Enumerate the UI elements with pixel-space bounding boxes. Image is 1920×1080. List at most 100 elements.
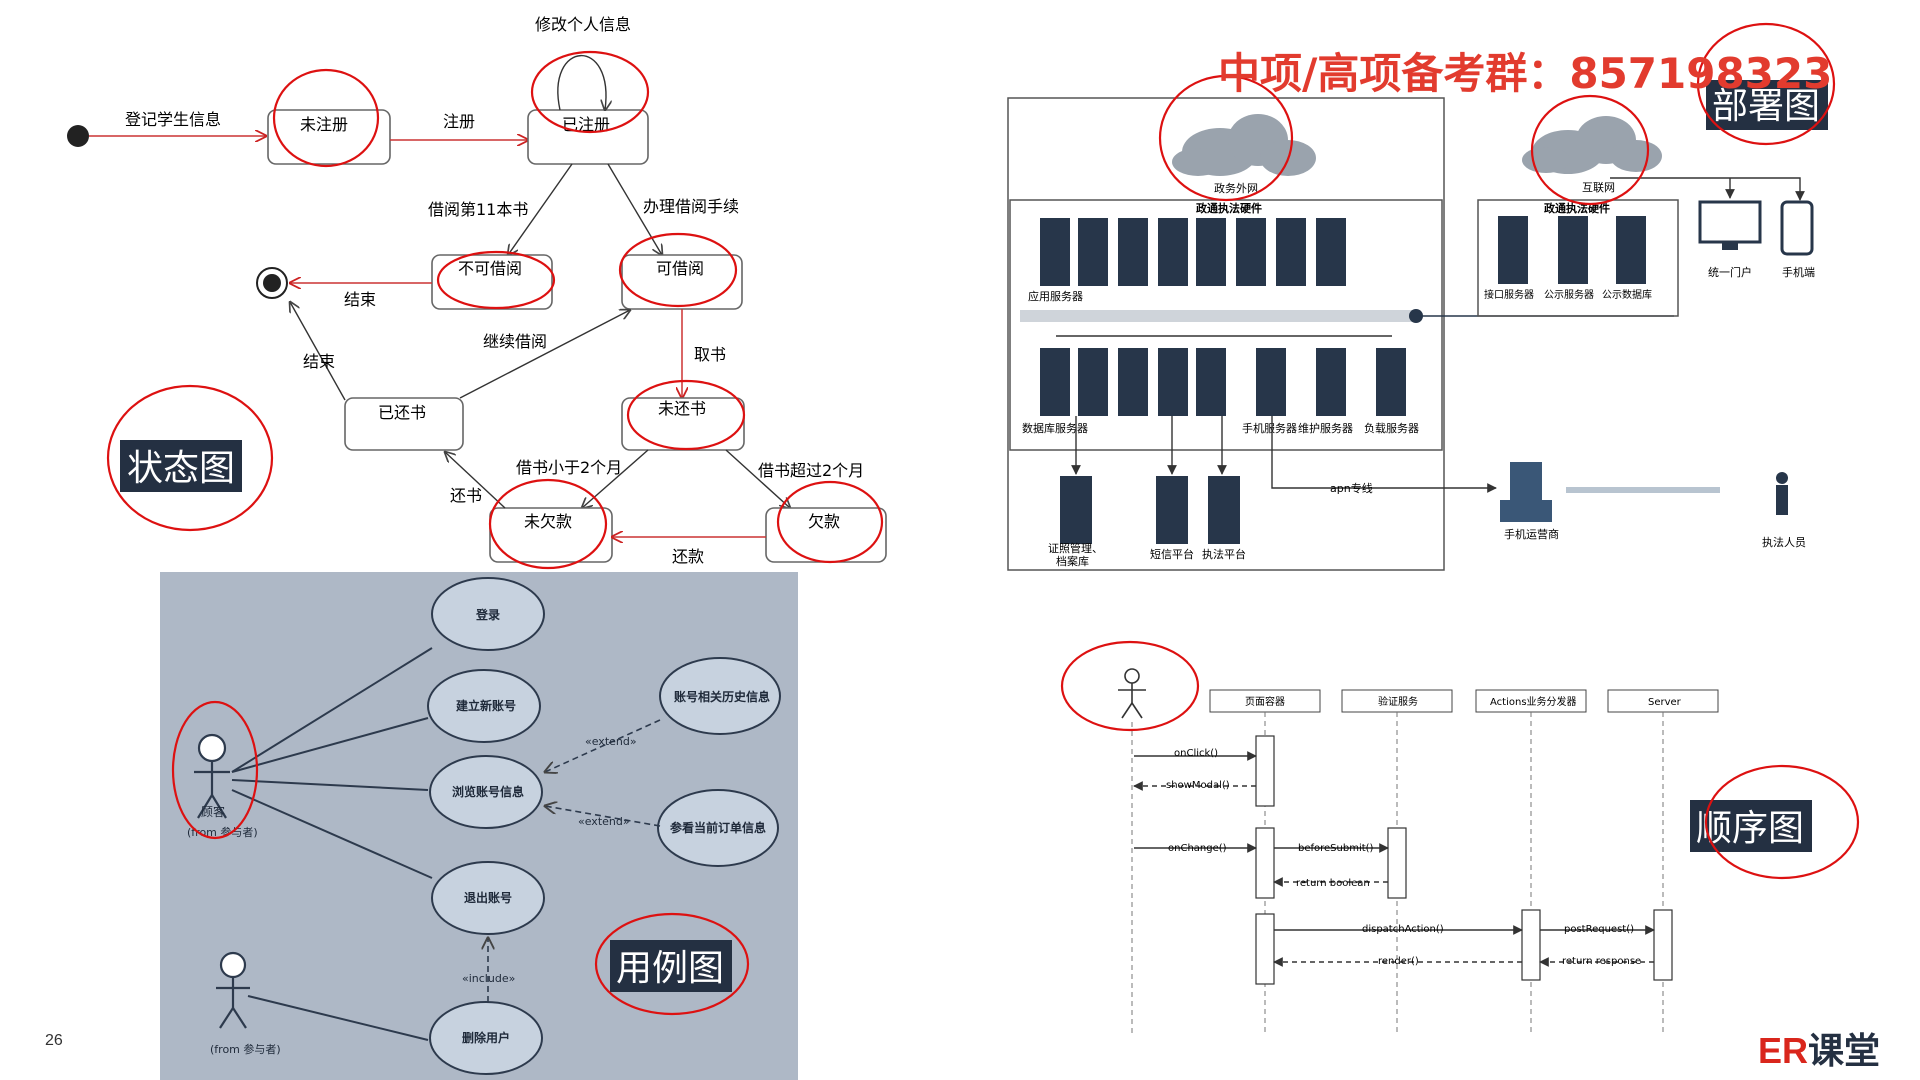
label-return1: 还书 bbox=[450, 486, 482, 505]
seq-actor bbox=[1118, 668, 1146, 719]
state-unregistered-label: 未注册 bbox=[300, 115, 348, 134]
msg-postreq-label: postRequest() bbox=[1564, 924, 1634, 935]
cloud-internet bbox=[1522, 116, 1662, 174]
pub-server-label: 公示服务器 bbox=[1544, 288, 1594, 301]
annotation-circle bbox=[530, 50, 650, 134]
usecase-login-label: 登录 bbox=[475, 607, 500, 622]
tag-deploy: 部署图 bbox=[1712, 86, 1820, 127]
label-end1: 结束 bbox=[344, 290, 376, 309]
state-returned-label: 已还书 bbox=[378, 403, 426, 422]
gov-net-label: 政务外网 bbox=[1214, 181, 1258, 195]
actor-customer bbox=[194, 733, 230, 819]
usecase-create bbox=[427, 669, 541, 743]
cert-db-label: 证照管理、 bbox=[1048, 541, 1103, 555]
logo-er: ER bbox=[1758, 1030, 1809, 1071]
label-take: 取书 bbox=[694, 345, 726, 364]
internet-label: 互联网 bbox=[1582, 181, 1615, 194]
state-diagram: 登记学生信息 未注册 注册 已注册 修改个人信息 借阅第11本书 办理借阅手续 … bbox=[67, 15, 887, 570]
db-servers bbox=[1040, 348, 1406, 416]
phone-device bbox=[1780, 200, 1814, 256]
transition-return1 bbox=[445, 452, 506, 509]
phone-label: 手机端 bbox=[1782, 265, 1815, 279]
annotation-circle bbox=[1158, 74, 1294, 202]
iface-server-label: 接口服务器 bbox=[1484, 288, 1534, 301]
app-server-label: 应用服务器 bbox=[1028, 289, 1083, 303]
network-bus bbox=[1020, 310, 1420, 322]
state-debt-label: 欠款 bbox=[808, 512, 840, 531]
state-unregistered bbox=[267, 109, 391, 165]
usecase-logout-label: 退出账号 bbox=[464, 890, 512, 905]
annotation-circle bbox=[1530, 94, 1650, 206]
portal-monitor bbox=[1698, 200, 1762, 250]
label-borrow-proc: 办理借阅手续 bbox=[643, 197, 739, 216]
logo-text: 课堂 bbox=[1808, 1030, 1881, 1071]
include-label: «include» bbox=[462, 972, 515, 985]
usecase-create-label: 建立新账号 bbox=[455, 698, 516, 713]
annotation-circle bbox=[488, 478, 608, 570]
lifeline-label-4: Server bbox=[1648, 697, 1682, 708]
operator-building bbox=[1500, 462, 1552, 522]
annotation-circle bbox=[272, 68, 380, 168]
transition-gt2 bbox=[725, 449, 790, 508]
usecase-browse bbox=[429, 755, 543, 829]
label-lt2: 借书小于2个月 bbox=[516, 458, 622, 477]
usecase-associations bbox=[231, 647, 433, 1041]
usecase-login bbox=[431, 577, 545, 651]
maint-server-label: 维护服务器 bbox=[1298, 421, 1353, 435]
extend-label-1: «extend» bbox=[585, 735, 637, 748]
lifeline-label-1: 页面容器 bbox=[1245, 695, 1285, 708]
usecase-orders-label: 参看当前订单信息 bbox=[670, 820, 766, 835]
state-not-returned-label: 未还书 bbox=[658, 399, 706, 418]
msg-showmodal-label: showModal() bbox=[1166, 780, 1230, 791]
label-enter-info: 登记学生信息 bbox=[125, 110, 221, 129]
annotation-circle bbox=[106, 384, 274, 532]
tag-usecase-bg bbox=[610, 940, 732, 992]
annotation-circle bbox=[1060, 640, 1200, 732]
label-modify-info: 修改个人信息 bbox=[535, 15, 631, 34]
usecase-logout bbox=[431, 861, 545, 935]
extend-arrow-1 bbox=[545, 719, 661, 772]
annotation-circle bbox=[594, 912, 750, 1016]
annotation-circle bbox=[1696, 22, 1836, 146]
initial-state bbox=[67, 125, 89, 147]
final-state-inner bbox=[263, 274, 281, 292]
label-continue: 继续借阅 bbox=[483, 332, 547, 351]
sequence-diagram: 页面容器 验证服务 Actions业务分发器 Server onClick() … bbox=[1060, 640, 1860, 1036]
lifeline-label-2: 验证服务 bbox=[1378, 695, 1418, 708]
deploy-frame bbox=[1007, 97, 1445, 571]
db-server-label: 数据库服务器 bbox=[1022, 421, 1088, 435]
annotation-circle bbox=[626, 379, 746, 451]
actor-customer-label: 顾客 bbox=[201, 804, 225, 819]
link-phone bbox=[1610, 177, 1805, 201]
label-gt2: 借书超过2个月 bbox=[758, 461, 864, 480]
activations bbox=[1255, 735, 1673, 985]
tag-state: 状态图 bbox=[127, 448, 235, 489]
law-platform-label: 执法平台 bbox=[1202, 547, 1246, 561]
transition-borrowproc bbox=[607, 163, 662, 255]
portal-label: 统一门户 bbox=[1708, 265, 1752, 279]
label-return2: 还款 bbox=[672, 547, 704, 566]
operator-label: 手机运营商 bbox=[1504, 527, 1559, 541]
usecase-history bbox=[659, 657, 781, 735]
state-borrowable-label: 可借阅 bbox=[656, 259, 704, 278]
annotation-circle bbox=[776, 480, 884, 564]
usecase-delete bbox=[429, 1001, 543, 1075]
usecase-history-label: 账号相关历史信息 bbox=[674, 689, 770, 704]
lifelines bbox=[1264, 712, 1664, 1036]
annotation-circle bbox=[436, 250, 556, 310]
tag-usecase: 用例图 bbox=[616, 948, 724, 989]
msg-render-label: render() bbox=[1378, 956, 1419, 967]
annotation-circle bbox=[171, 700, 259, 840]
msg-onchange-label: onChange() bbox=[1168, 843, 1227, 854]
msg-returnresp-label: return response bbox=[1562, 956, 1641, 967]
officer-label: 执法人员 bbox=[1762, 535, 1806, 549]
deployment-diagram: 政务外网 政通执法硬件 应用服务器 数据库服务器 手机服务器 维护服务器 负载服… bbox=[1007, 22, 1836, 571]
pub-servers bbox=[1498, 216, 1646, 284]
actor-admin-from: (from 参与者) bbox=[210, 1042, 281, 1056]
label-borrow-11: 借阅第11本书 bbox=[428, 200, 528, 219]
msg-beforesubmit-label: beforeSubmit() bbox=[1298, 843, 1374, 854]
tag-deploy-bg bbox=[1706, 80, 1828, 130]
extend-label-2: «extend» bbox=[578, 815, 630, 828]
state-registered bbox=[527, 109, 649, 165]
